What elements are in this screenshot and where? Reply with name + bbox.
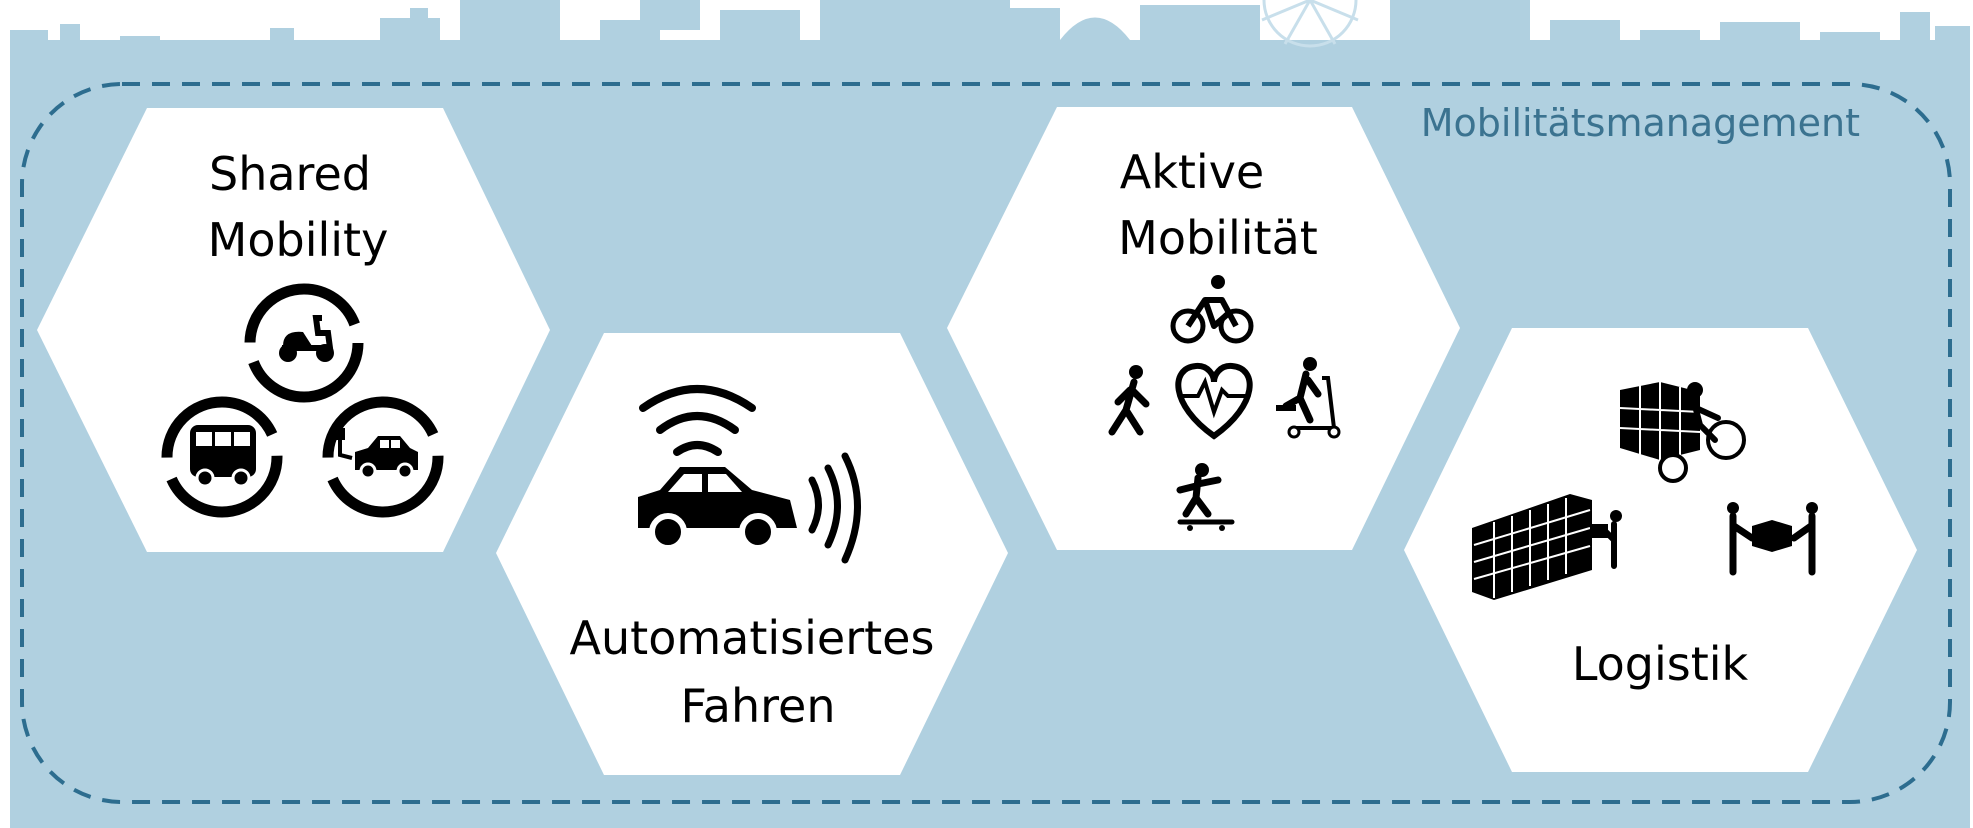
automated-driving-title-line2: Fahren bbox=[681, 679, 836, 733]
heart-pulse-icon bbox=[1175, 362, 1253, 440]
hexagon-shared-mobility: Shared Mobility bbox=[37, 108, 550, 552]
shared-mobility-title-line2: Mobility bbox=[208, 213, 389, 267]
hexagon-active-mobility: Aktive Mobilität bbox=[947, 107, 1460, 550]
active-mobility-title-line2: Mobilität bbox=[1118, 211, 1318, 265]
parcel-locker-icon bbox=[1472, 494, 1622, 600]
electric-car-icon bbox=[322, 396, 444, 518]
hexagon-logistics: Logistik bbox=[1404, 328, 1917, 772]
active-mobility-title-line1: Aktive bbox=[1120, 145, 1264, 199]
parcel-handover-icon bbox=[1727, 502, 1818, 576]
skateboarder-icon bbox=[1176, 463, 1235, 531]
management-label: Mobilitätsmanagement bbox=[1421, 101, 1860, 145]
automated-driving-title-line1: Automatisiertes bbox=[570, 611, 935, 665]
scooter-icon bbox=[244, 283, 364, 403]
management-frame bbox=[20, 82, 1952, 804]
shared-mobility-title-line1: Shared bbox=[209, 147, 371, 201]
ferris-wheel bbox=[1261, 0, 1359, 48]
pedestrian-icon bbox=[1108, 365, 1150, 436]
connected-car-icon bbox=[638, 385, 861, 564]
hexagon-automated-driving: Automatisiertes Fahren bbox=[496, 333, 1008, 775]
e-scooter-rider-icon bbox=[1276, 357, 1341, 439]
bus-icon bbox=[161, 396, 283, 518]
cargo-bike-icon bbox=[1619, 382, 1746, 483]
logistics-title: Logistik bbox=[1572, 637, 1749, 691]
cyclist-icon bbox=[1170, 275, 1254, 344]
